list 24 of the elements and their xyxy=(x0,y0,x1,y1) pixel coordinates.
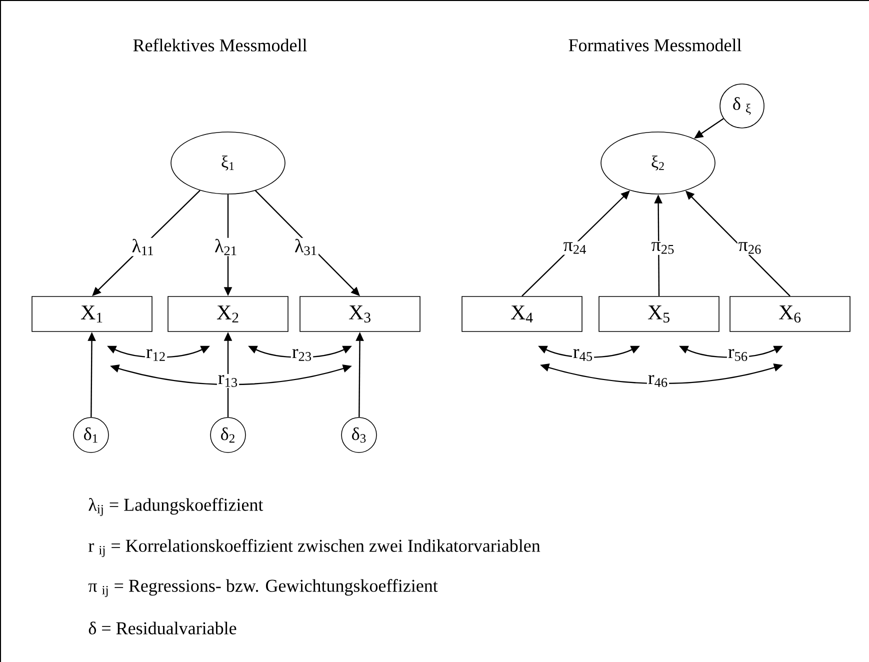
indicator-box: X$_{6}$ xyxy=(730,296,850,332)
heading: Reflektives Messmodell xyxy=(133,38,307,52)
edge-label: π$_{24}$ xyxy=(562,241,588,255)
legend-text: δ = Residualvariable xyxy=(88,622,236,634)
indicator-box: X$_{3}$ xyxy=(300,296,420,332)
edge-label: r$_{45}$ xyxy=(572,348,594,362)
legend-text: λ$_{ij}$ = Ladungskoeffizient xyxy=(88,498,264,516)
legend-text: r $_{ij}$ = Korrelationskoeffizient zwischen zwei Indikatorvariablen xyxy=(88,539,540,557)
edge-label: r$_{56}$ xyxy=(726,348,750,362)
edge-label: r$_{13}$ xyxy=(216,374,240,388)
indicator-box: X$_{5}$ xyxy=(598,296,720,332)
edge-label: λ$_{31}$ xyxy=(294,238,319,256)
legend-text: π $_{ij}$ = Regressions- bzw. Gewichtungskoeffizient xyxy=(88,579,438,597)
edge-label: λ$_{11}$ xyxy=(130,238,156,256)
indicator-box: X$_{4}$ xyxy=(462,296,582,332)
indicator-box: X$_{1}$ xyxy=(32,296,152,332)
indicator-box: X$_{2}$ xyxy=(168,296,288,332)
edge-label: λ$_{21}$ xyxy=(214,238,238,256)
edge-label: r$_{23}$ xyxy=(290,348,314,362)
edge-label: r$_{46}$ xyxy=(646,374,670,388)
edge-label: π$_{25}$ xyxy=(650,241,676,255)
edge-label: π$_{26}$ xyxy=(737,241,763,255)
heading: Formatives Messmodell xyxy=(568,38,742,52)
edge-label: r$_{12}$ xyxy=(144,348,168,362)
